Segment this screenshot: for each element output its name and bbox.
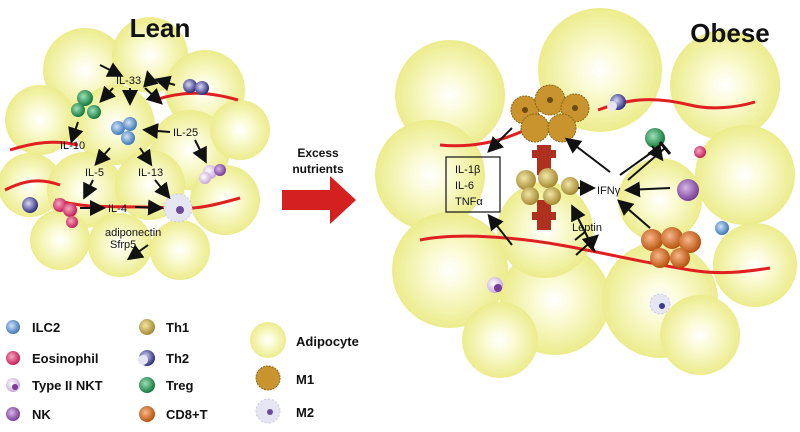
svg-text:Th1: Th1	[166, 320, 189, 335]
excess-nutrients-arrow	[282, 176, 356, 224]
label-il6: IL-6	[455, 180, 474, 192]
lean-arrows	[68, 62, 207, 261]
label-ifng: IFNγ	[597, 185, 621, 197]
obese-nkt-cell	[487, 277, 503, 293]
lean-th2-cell	[22, 197, 38, 213]
obese-cells	[487, 84, 729, 315]
label-il25: IL-25	[173, 127, 198, 139]
obese-title: Obese	[690, 18, 770, 48]
legend-eosinophil: Eosinophil	[6, 351, 98, 366]
transition-label-line2: nutrients	[292, 162, 344, 176]
obese-m2-cell	[649, 293, 671, 315]
label-adiponectin: adiponectin	[105, 227, 161, 239]
lean-m2-macrophage	[163, 193, 193, 223]
lean-ilc2-cluster	[111, 117, 137, 145]
svg-text:NK: NK	[32, 407, 51, 422]
obese-th2-cell	[607, 94, 626, 111]
inhibition-bar	[658, 141, 672, 155]
label-il4: IL-4	[108, 203, 127, 215]
lean-labels: IL-33 IL-10 IL-25 IL-5 IL-13 IL-4 adipon…	[60, 75, 198, 251]
obese-labels: IL-1β IL-6 TNFα IFNγ Leptin	[455, 164, 621, 234]
svg-text:Type II NKT: Type II NKT	[32, 378, 103, 393]
lean-cells	[22, 79, 226, 228]
lean-title: Lean	[130, 13, 191, 43]
legend-ilc2: ILC2	[6, 320, 60, 335]
label-sfrp5: Sfrp5	[110, 239, 136, 251]
svg-text:Adipocyte: Adipocyte	[296, 334, 359, 349]
legend-nk: NK	[6, 407, 51, 422]
label-leptin: Leptin	[572, 222, 602, 234]
obese-ilc2-cell	[715, 221, 729, 235]
m1-macrophage-cluster	[510, 84, 590, 143]
label-il10: IL-10	[60, 140, 85, 152]
cd8-cluster	[641, 227, 701, 268]
label-il33: IL-33	[116, 75, 141, 87]
obese-adipocyte-cluster	[375, 8, 797, 378]
legend: ILC2 Eosinophil Type II NKT NK Th1 Th2 T…	[6, 319, 359, 424]
lean-th2-cluster	[183, 79, 209, 95]
lean-nkt-cluster	[199, 164, 226, 184]
legend-m1: M1	[255, 365, 314, 391]
obese-eosinophil-cell	[694, 146, 706, 158]
legend-treg: Treg	[139, 377, 194, 393]
legend-nkt: Type II NKT	[6, 378, 103, 393]
svg-text:Th2: Th2	[166, 351, 189, 366]
svg-text:Eosinophil: Eosinophil	[32, 351, 98, 366]
transition-label-line1: Excess	[297, 146, 339, 160]
lean-eosinophil-cluster	[53, 198, 78, 228]
svg-text:M1: M1	[296, 372, 314, 387]
legend-m2: M2	[255, 398, 314, 424]
inhibition-line	[627, 147, 666, 181]
legend-th1: Th1	[139, 319, 189, 335]
receptor-complex	[532, 145, 556, 230]
cytokine-box	[445, 156, 501, 213]
svg-text:ILC2: ILC2	[32, 320, 60, 335]
obese-arrows	[487, 127, 671, 256]
label-il5: IL-5	[85, 167, 104, 179]
label-il13: IL-13	[138, 167, 163, 179]
legend-adipocyte: Adipocyte	[250, 322, 359, 358]
svg-text:M2: M2	[296, 405, 314, 420]
lean-treg-cluster	[71, 90, 101, 119]
th1-cluster	[516, 168, 579, 205]
legend-cd8: CD8+T	[139, 406, 208, 422]
svg-text:Treg: Treg	[166, 378, 194, 393]
svg-text:CD8+T: CD8+T	[166, 407, 208, 422]
legend-th2: Th2	[138, 350, 189, 366]
label-il1b: IL-1β	[455, 164, 480, 176]
obese-nk-cell	[677, 179, 699, 201]
label-tnfa: TNFα	[455, 196, 483, 208]
